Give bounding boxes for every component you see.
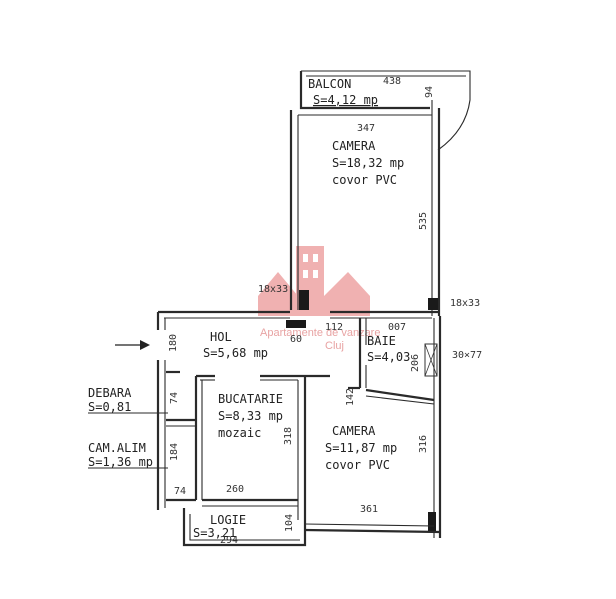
entrance-arrow xyxy=(115,340,150,350)
logie-name: LOGIE xyxy=(210,513,246,527)
dim-logie-104: 104 xyxy=(284,514,295,532)
camera1-floor: covor PVC xyxy=(332,173,397,187)
balcon-name: BALCON xyxy=(308,77,351,91)
balcony-walls xyxy=(299,70,471,151)
shaft-right xyxy=(428,298,438,310)
baie-name: BAIE xyxy=(367,334,396,348)
dim-balcon-width: 438 xyxy=(383,76,401,87)
bucatarie-area: S=8,33 mp xyxy=(218,409,283,423)
camera2-name: CAMERA xyxy=(332,424,376,438)
camera1-name: CAMERA xyxy=(332,139,376,153)
dim-debara-74: 74 xyxy=(174,486,186,497)
dim-camera1-height: 535 xyxy=(418,212,429,230)
watermark-logo xyxy=(258,246,370,316)
dim-side-94: 94 xyxy=(424,86,435,98)
cam-alim-name: CAM.ALIM xyxy=(88,441,146,455)
right-wall-lower xyxy=(424,316,442,538)
dim-door-112: 112 xyxy=(325,322,343,333)
bucatarie-floor: mozaic xyxy=(218,426,261,440)
debara-area: S=0,81 xyxy=(88,400,131,414)
dim-logie-294: 294 xyxy=(220,535,238,546)
camera1-walls xyxy=(289,108,441,316)
logie-area: S=3,21 xyxy=(193,526,236,540)
dim-bucatarie-318: 318 xyxy=(283,427,294,445)
camera1-area: S=18,32 mp xyxy=(332,156,404,170)
balcon-area: S=4,12 mp xyxy=(313,93,378,107)
dim-camera2-316: 316 xyxy=(418,435,429,453)
dim-camera1-width: 347 xyxy=(357,123,375,134)
baie-area: S=4,03 xyxy=(367,350,410,364)
dim-shaft-right: 18x33 xyxy=(450,298,480,309)
watermark-line2: Cluj xyxy=(325,340,344,352)
watermark-line1: Apartamente de vanzare xyxy=(260,327,380,339)
dim-184: 184 xyxy=(169,443,180,461)
dim-camera2-361: 361 xyxy=(360,504,378,515)
camera2-area: S=11,87 mp xyxy=(325,441,397,455)
camera2-floor: covor PVC xyxy=(325,458,390,472)
dim-door-60: 60 xyxy=(290,334,302,345)
dim-hol-180: 180 xyxy=(168,334,179,352)
kitchen-walls xyxy=(166,370,307,520)
cam-alim-area: S=1,36 mp xyxy=(88,455,153,469)
bucatarie-name: BUCATARIE xyxy=(218,392,283,406)
middle-wall xyxy=(158,310,440,328)
left-wall xyxy=(156,312,166,510)
dim-baie-007: 007 xyxy=(388,322,406,333)
dimension-labels: 438 347 535 94 18x33 18x33 112 60 007 30… xyxy=(168,76,482,546)
dim-142: 142 xyxy=(345,388,356,406)
logie-walls xyxy=(182,508,307,547)
baie-walls xyxy=(348,318,435,405)
dim-74: 74 xyxy=(169,392,180,404)
hol-name: HOL xyxy=(210,330,232,344)
leader-lines xyxy=(88,412,168,469)
room-labels: BALCON S=4,12 mp CAMERA S=18,32 mp covor… xyxy=(88,77,410,540)
camera2-walls xyxy=(304,374,441,534)
dim-kitchen-260: 260 xyxy=(226,484,244,495)
shaft-left xyxy=(299,290,309,310)
dim-window: 30×77 xyxy=(452,350,482,361)
debara-name: DEBARA xyxy=(88,386,132,400)
dim-baie-206: 206 xyxy=(410,354,421,372)
hol-area: S=5,68 mp xyxy=(203,346,268,360)
dim-shaft-left: 18x33 xyxy=(258,284,288,295)
